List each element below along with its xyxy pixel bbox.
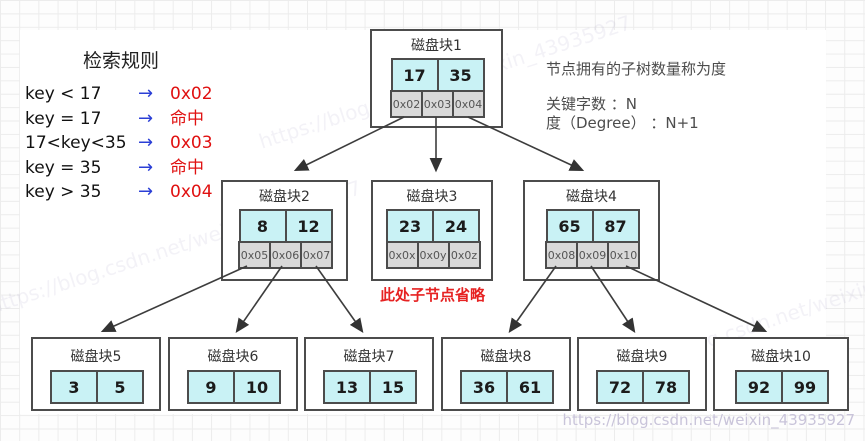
block-title: 磁盘块6 — [207, 349, 259, 365]
rule-result: 命中 — [170, 157, 204, 178]
block-title: 磁盘块10 — [751, 349, 811, 365]
key-cell: 5 — [96, 370, 144, 404]
key-cell: 15 — [369, 370, 417, 404]
search-rules-panel: 检索规则 key < 17 → 0x02 key = 17 → 命中 17<ke… — [25, 46, 240, 205]
pointer-cell: 0x04 — [452, 90, 485, 118]
disk-block-2: 磁盘块2 8 12 0x05 0x06 0x07 — [221, 180, 348, 281]
key-cell: 9 — [187, 370, 235, 404]
children-omitted-note: 此处子节点省略 — [380, 286, 486, 304]
pointer-cell: 0x05 — [238, 241, 271, 269]
pointer-cell: 0x02 — [390, 90, 423, 118]
rule-condition: key = 17 — [25, 108, 102, 129]
key-cell: 72 — [596, 370, 644, 404]
key-cell: 23 — [386, 209, 434, 243]
key-row: 9 10 — [187, 370, 281, 404]
rule-condition: key > 35 — [25, 182, 102, 202]
disk-block-1: 磁盘块1 17 35 0x02 0x03 0x04 — [370, 29, 503, 128]
key-cell: 92 — [735, 370, 783, 404]
rule-condition: 17<key<35 — [25, 133, 127, 153]
rule-row: 17<key<35 → 0x03 — [25, 131, 240, 156]
key-row: 65 87 — [545, 209, 640, 243]
disk-block-9: 磁盘块9 72 78 — [577, 337, 707, 411]
key-cell: 65 — [545, 209, 594, 243]
key-cell: 78 — [642, 370, 690, 404]
key-cell: 12 — [284, 209, 333, 243]
key-row: 17 35 — [390, 58, 485, 92]
pointer-cell: 0x06 — [269, 241, 302, 269]
pointer-cell: 0x0z — [447, 241, 481, 269]
pointer-row: 0x08 0x09 0x10 — [545, 241, 640, 269]
pointer-row: 0x05 0x06 0x07 — [238, 241, 333, 269]
degree-definition: 节点拥有的子树数量称为度 — [546, 60, 727, 78]
rule-result: 0x02 — [170, 84, 213, 104]
key-cell: 8 — [238, 209, 287, 243]
rule-row: key > 35 → 0x04 — [25, 180, 240, 205]
arrow-right-icon: → — [138, 83, 154, 104]
disk-block-10: 磁盘块10 92 99 — [713, 337, 849, 411]
key-row: 72 78 — [596, 370, 690, 404]
key-cell: 3 — [50, 370, 98, 404]
arrow-right-icon: → — [138, 181, 154, 202]
key-cell: 61 — [506, 370, 554, 404]
key-cell: 35 — [436, 58, 485, 92]
pointer-cell: 0x0x — [385, 241, 419, 269]
rule-condition: key = 35 — [25, 157, 102, 178]
disk-block-5: 磁盘块5 3 5 — [31, 337, 161, 411]
arrow-right-icon: → — [138, 107, 154, 129]
rule-row: key < 17 → 0x02 — [25, 82, 240, 107]
pointer-row: 0x0x 0x0y 0x0z — [385, 241, 481, 269]
key-row: 8 12 — [238, 209, 333, 243]
pointer-cell: 0x09 — [576, 241, 609, 269]
rule-row: key = 35 → 命中 — [25, 156, 240, 181]
block-title: 磁盘块3 — [406, 189, 458, 205]
rule-condition: key < 17 — [25, 84, 102, 104]
pointer-cell: 0x03 — [421, 90, 454, 118]
degree-info-panel: 节点拥有的子树数量称为度 关键字数 ：N 度（Degree） ：N+1 — [546, 60, 726, 133]
rule-result: 0x04 — [170, 182, 213, 202]
degree-formula: 度（Degree） ：N+1 — [546, 114, 699, 132]
block-title: 磁盘块5 — [70, 349, 122, 365]
rule-result: 0x03 — [170, 133, 213, 153]
block-title: 磁盘块4 — [566, 189, 617, 205]
pointer-row: 0x02 0x03 0x04 — [390, 90, 485, 118]
pointer-cell: 0x07 — [300, 241, 333, 269]
block-title: 磁盘块9 — [616, 349, 668, 365]
disk-block-6: 磁盘块6 9 10 — [168, 337, 298, 411]
keyword-count: 关键字数 ：N — [546, 95, 637, 113]
rule-row: key = 17 → 命中 — [25, 107, 240, 132]
disk-block-7: 磁盘块7 13 15 — [304, 337, 434, 411]
disk-block-4: 磁盘块4 65 87 0x08 0x09 0x10 — [523, 180, 660, 281]
block-title: 磁盘块2 — [259, 189, 310, 205]
disk-block-8: 磁盘块8 36 61 — [441, 337, 571, 411]
key-cell: 36 — [460, 370, 508, 404]
key-cell: 13 — [323, 370, 371, 404]
key-cell: 17 — [390, 58, 439, 92]
key-cell: 87 — [591, 209, 640, 243]
block-title: 磁盘块7 — [343, 349, 395, 365]
key-row: 13 15 — [323, 370, 417, 404]
key-row: 36 61 — [460, 370, 554, 404]
key-row: 23 24 — [386, 209, 480, 243]
pointer-cell: 0x0y — [416, 241, 450, 269]
watermark-url: https://blog.csdn.net/weixin_43935927 — [562, 411, 855, 429]
disk-block-3: 磁盘块3 23 24 0x0x 0x0y 0x0z — [371, 180, 493, 281]
key-cell: 99 — [781, 370, 829, 404]
key-row: 92 99 — [735, 370, 829, 404]
pointer-cell: 0x08 — [545, 241, 578, 269]
key-cell: 10 — [233, 370, 281, 404]
block-title: 磁盘块8 — [480, 349, 532, 365]
rule-result: 命中 — [170, 108, 204, 129]
arrow-right-icon: → — [138, 156, 154, 178]
key-row: 3 5 — [50, 370, 144, 404]
legend-title: 检索规则 — [83, 50, 160, 72]
key-cell: 24 — [432, 209, 480, 243]
block-title: 磁盘块1 — [411, 38, 462, 54]
arrow-right-icon: → — [138, 132, 154, 153]
pointer-cell: 0x10 — [607, 241, 640, 269]
